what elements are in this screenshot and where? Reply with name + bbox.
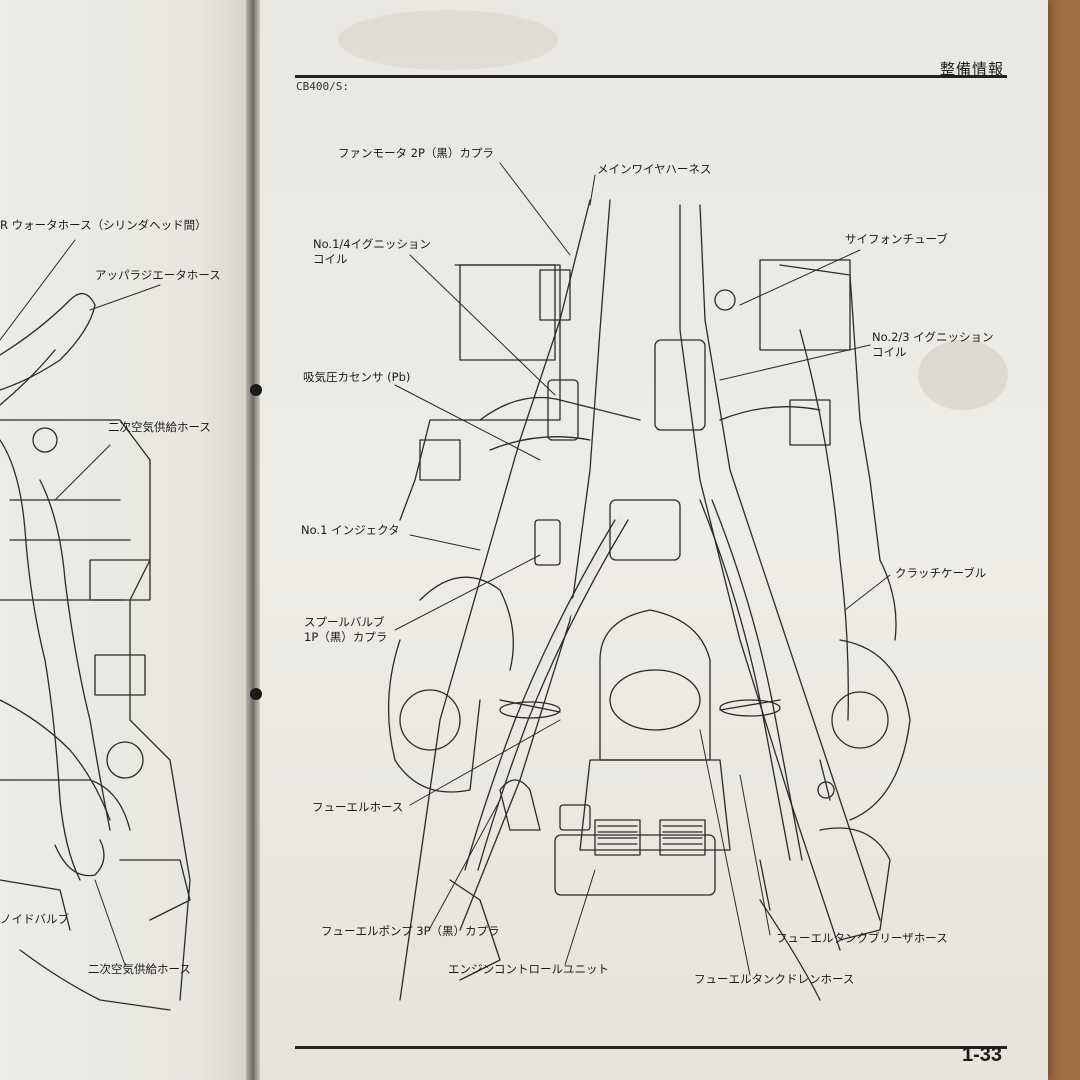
label-secondary-air-hose-top: 二次空気供給ホース <box>108 420 211 434</box>
page-number: 1-33 <box>962 1044 1003 1066</box>
label-fuel-pump-coupler: フューエルポンプ 3P（黒）カプラ <box>321 924 500 938</box>
label-fan-motor-coupler: ファンモータ 2P（黒）カプラ <box>338 146 494 160</box>
label-ecu: エンジンコントロールユニット <box>448 962 609 976</box>
model-label: CB400/S: <box>296 80 349 93</box>
left-engine-drawing <box>0 293 191 1011</box>
right-engine-drawing <box>387 199 911 1001</box>
label-fuel-tank-drain-hose: フューエルタンクドレンホース <box>694 972 855 986</box>
label-secondary-air-hose-bottom: 二次空気供給ホース <box>88 962 191 976</box>
right-page <box>258 0 1048 1080</box>
label-injector-1: No.1 インジェクタ <box>301 523 400 537</box>
label-upper-radiator-hose: アッパラジエータホース <box>95 268 221 282</box>
label-ignition-coil-23: No.2/3 イグニッション コイル <box>872 330 994 359</box>
label-clutch-cable: クラッチケーブル <box>895 566 987 580</box>
label-siphon-tube: サイフォンチューブ <box>845 232 948 246</box>
binder-ring-hole <box>250 384 262 396</box>
label-fuel-hose: フューエルホース <box>312 800 404 814</box>
label-ignition-coil-14: No.1/4イグニッション コイル <box>313 237 431 266</box>
footer-rule <box>295 1046 1007 1049</box>
label-main-wire-harness: メインワイヤハーネス <box>597 162 712 176</box>
leader-lines <box>0 162 891 976</box>
binding-gutter <box>246 0 260 1080</box>
label-water-hose: R ウォータホース（シリンダヘッド間） <box>0 218 207 232</box>
label-spool-valve-coupler: スプールバルブ 1P（黒）カプラ <box>304 615 388 644</box>
page-stain <box>918 340 1008 410</box>
label-map-sensor: 吸気圧カセンサ (Pb) <box>303 370 411 384</box>
label-fuel-tank-breather-hose: フューエルタンクブリーザホース <box>776 931 948 945</box>
label-solenoid-valve: ノイドバルブ <box>0 912 69 926</box>
binder-ring-hole <box>250 688 262 700</box>
header-rule <box>295 75 1007 78</box>
section-title: 整備情報 <box>940 60 1005 78</box>
page-stain <box>338 10 558 70</box>
